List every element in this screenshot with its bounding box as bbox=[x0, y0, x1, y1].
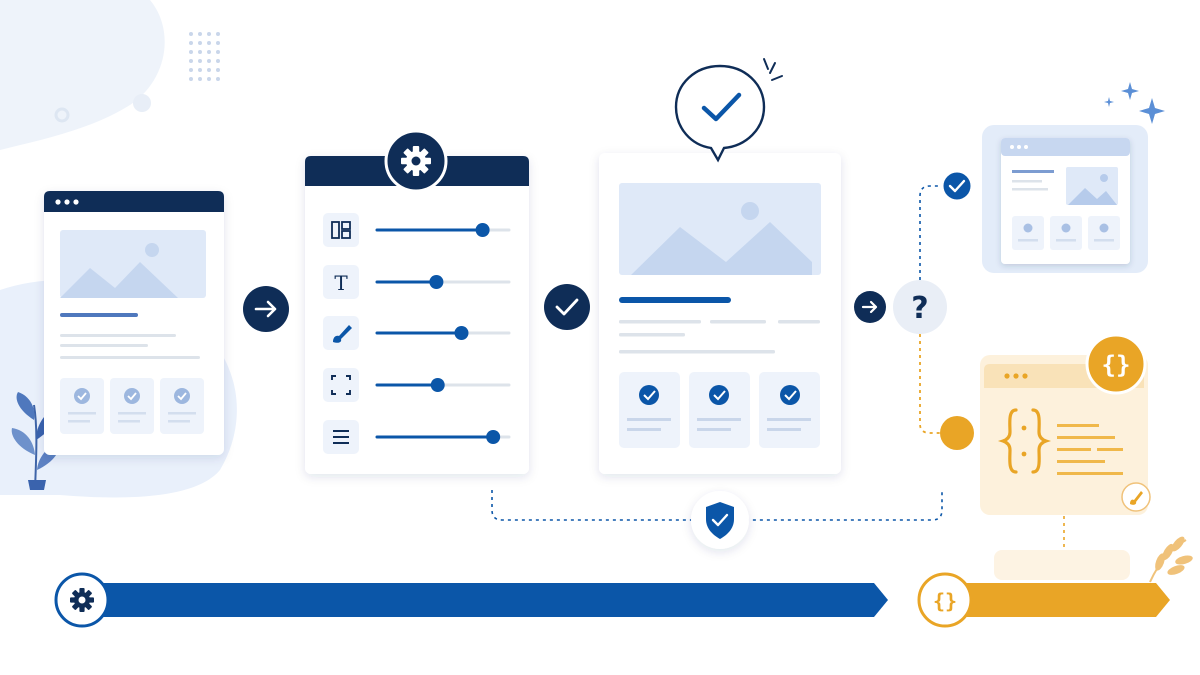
code-stand bbox=[994, 550, 1130, 580]
braces-badge-glyph: {} bbox=[1102, 351, 1131, 379]
feature-tiles bbox=[619, 372, 820, 448]
braces-icon: {} bbox=[917, 572, 973, 628]
image-placeholder-icon bbox=[60, 230, 206, 298]
approved-page-card bbox=[599, 153, 841, 474]
code-branch-node bbox=[940, 416, 974, 450]
top-left-blob bbox=[0, 0, 165, 150]
layout-icon bbox=[323, 213, 359, 247]
brush-icon bbox=[1121, 482, 1151, 512]
check-icon bbox=[780, 385, 800, 405]
image-placeholder-icon bbox=[619, 183, 821, 275]
gear-icon bbox=[54, 572, 110, 628]
window-dots bbox=[55, 199, 79, 205]
window-dots bbox=[1004, 373, 1028, 379]
gear-icon bbox=[384, 129, 448, 193]
published-preview-card bbox=[982, 125, 1148, 273]
brush-icon bbox=[323, 316, 359, 350]
braces-icon: {} bbox=[1085, 333, 1147, 395]
draft-page-card bbox=[44, 191, 224, 455]
question-icon: ? bbox=[893, 280, 947, 334]
check-icon bbox=[74, 388, 90, 404]
check-icon bbox=[544, 284, 590, 330]
feature-tiles bbox=[1012, 216, 1120, 250]
code-lines bbox=[1057, 424, 1123, 475]
crop-icon bbox=[323, 368, 359, 402]
slider-handle-align[interactable] bbox=[486, 430, 501, 444]
wheat-icon bbox=[1149, 536, 1193, 583]
speech-bubble-check-icon bbox=[674, 58, 783, 163]
slider-handle-crop[interactable] bbox=[430, 378, 445, 392]
deco-dot bbox=[133, 94, 151, 112]
check-icon bbox=[940, 169, 974, 203]
slider-handle-text[interactable] bbox=[429, 275, 444, 289]
check-icon bbox=[174, 388, 190, 404]
shield-check-icon bbox=[691, 491, 749, 549]
feature-tiles bbox=[60, 378, 204, 434]
branch-up-connector bbox=[919, 185, 942, 280]
window-dots bbox=[1010, 145, 1028, 149]
deco-ring bbox=[54, 107, 70, 123]
check-icon bbox=[124, 388, 140, 404]
code-progress-track: {} bbox=[917, 572, 1170, 628]
code-editor-card: {} bbox=[980, 333, 1151, 580]
dot-grid bbox=[189, 32, 220, 81]
configure-progress-track bbox=[54, 572, 888, 628]
slider-handle-brush[interactable] bbox=[454, 326, 469, 340]
menu-lines-icon bbox=[323, 420, 359, 454]
slider-group bbox=[375, 223, 511, 444]
braces-track-glyph: {} bbox=[933, 589, 957, 613]
arrow-right-icon bbox=[854, 291, 886, 323]
braces-icon bbox=[997, 408, 1052, 474]
slider-handle-layout[interactable] bbox=[475, 223, 490, 237]
sparkle-icon bbox=[1104, 82, 1165, 124]
settings-panel-card: T bbox=[305, 129, 529, 474]
text-icon: T bbox=[323, 265, 359, 299]
text-tool-glyph: T bbox=[334, 271, 348, 295]
question-mark-glyph: ? bbox=[911, 291, 928, 326]
image-placeholder-icon bbox=[1066, 167, 1118, 205]
arrow-right-icon bbox=[243, 286, 289, 332]
check-icon bbox=[639, 385, 659, 405]
branch-down-connector bbox=[919, 334, 940, 434]
validation-connector bbox=[491, 490, 943, 521]
check-icon bbox=[709, 385, 729, 405]
